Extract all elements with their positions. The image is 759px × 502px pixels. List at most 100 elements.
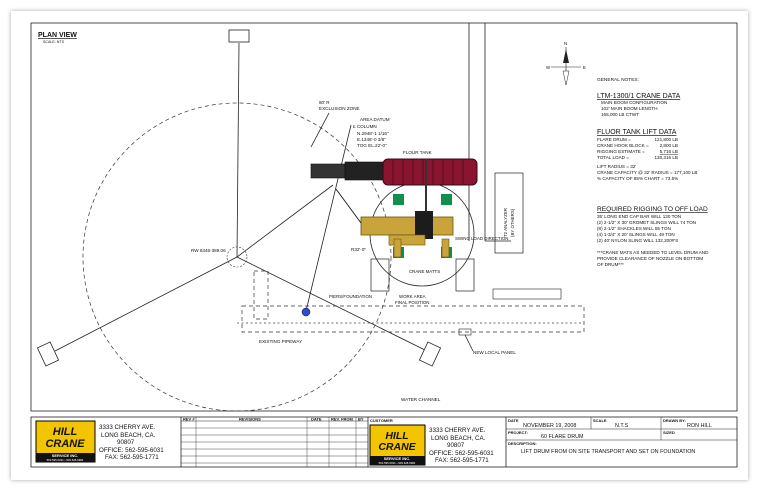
compass-e: E — [583, 65, 586, 70]
logo-line-1: HILL — [53, 426, 78, 438]
piers-label: PIERS/FOUNDATION — [329, 294, 372, 299]
leader-line — [310, 112, 330, 148]
rigging-line-1: 35' LONG END CAP BAR WILL 130 TON — [597, 214, 681, 219]
mats-line-2: PROVIDE CLEARANCE OF NOZZLE ON BOTTOM — [597, 256, 703, 261]
lift-label-1: FLARE DRUM = — [597, 137, 631, 142]
rev-header-from: REV. FROM — [331, 417, 354, 422]
crane-center — [226, 246, 248, 268]
building-label-2: (BY OTHERS) — [510, 208, 515, 237]
area-datum-3: N.2948'-1 1/16" — [357, 131, 389, 136]
exclusion-zone-circle — [82, 102, 392, 412]
sized-label: SIZED — [663, 430, 675, 435]
radius-label: R32'-0" — [351, 247, 366, 252]
crane-matt — [441, 194, 452, 205]
tank-rings — [392, 159, 464, 185]
address-1: 3333 CHERRY AVE. — [99, 424, 156, 431]
crane-data-title: LTM-1300/1 CRANE DATA — [597, 93, 681, 100]
work-area-2: FINAL POSITION — [395, 300, 429, 305]
address-2: LONG BEACH, CA. — [101, 432, 156, 439]
pier-foundation — [370, 258, 390, 292]
crane-line-3: 165,000 LB CTWT — [601, 112, 639, 117]
boom-line — [236, 184, 334, 258]
rev-header-revisions: REVISIONS — [239, 417, 261, 422]
leader-line — [464, 334, 474, 352]
lift-value-4: 130,316 LB — [654, 155, 678, 160]
date-label: DATE — [508, 418, 519, 423]
area-datum-1: AREA DATUM — [360, 117, 390, 122]
radius-line-2: CRANE CAPACITY @ 32' RADIUS = 177,100 LB — [597, 170, 697, 175]
lift-label-4: TOTAL LOAD = — [597, 155, 629, 160]
compass-n: N — [564, 41, 567, 46]
logo2-line-2: CRANE — [378, 441, 416, 453]
customer-label: CUSTOMER — [370, 418, 393, 423]
outrigger-pad-se — [418, 341, 442, 367]
lift-value-1: 121,800 LB — [654, 137, 678, 142]
description-label: DESCRIPTION: — [508, 441, 537, 446]
scale-value: N.T.S — [615, 423, 629, 429]
address-4: OFFICE: 562-595-6031 — [99, 447, 164, 454]
hill-crane-logo — [35, 420, 96, 463]
address2-1: 3333 CHERRY AVE. — [429, 427, 486, 434]
swing-load-label: SWING LOAD DIRECTION — [455, 236, 508, 241]
rigging-line-5: (2) 40' NYLON SLING WILL 132,200#'S — [597, 238, 678, 243]
drawn-label: DRAWN BY: — [663, 418, 686, 423]
tank-nozzle — [344, 161, 388, 181]
crane-carrier — [360, 216, 454, 236]
logo2-line-1: HILL — [385, 430, 408, 442]
lift-data-title: FLUOR TANK LIFT DATA — [597, 129, 677, 136]
pipeway-label: EXISTING PIPEWAY — [259, 339, 302, 344]
crane-matts-label: CRANE MATTS — [409, 269, 440, 274]
exclusion-label-2: EXCLUSION ZONE — [319, 106, 360, 111]
exclusion-label-1: 80' R — [319, 100, 330, 105]
building-label-1: T2 ANALYZER — [503, 208, 508, 237]
project-label: PROJECT: — [508, 430, 528, 435]
address2-3: 90807 — [447, 442, 465, 449]
address-5: FAX: 562-595-1771 — [105, 454, 159, 461]
area-datum-4: E.1346'-0 3/8" — [357, 137, 386, 142]
rev-header-num: REV # — [183, 417, 195, 422]
address2-2: LONG BEACH, CA. — [431, 435, 486, 442]
radius-line-3: % CAPACITY OF 85% CHART = 73.5% — [597, 176, 678, 181]
hill-crane-logo-customer — [369, 424, 426, 466]
logo-band: SERVICE INC. — [52, 453, 79, 458]
crane-outrigger-beam — [441, 238, 450, 258]
area-datum-5: TOG EL.22'-0" — [357, 143, 387, 148]
crane-outrigger-beam — [393, 238, 402, 258]
outrigger-north — [236, 42, 240, 258]
equipment-pad — [492, 288, 562, 300]
pipeway-outline — [241, 305, 585, 333]
tank-truck-cab — [310, 163, 346, 179]
address-3: 90807 — [117, 439, 135, 446]
flour-tank-label: FLOUR TANK — [403, 150, 433, 155]
outrigger-se — [236, 256, 428, 352]
area-datum-2: £ COLUMN — [353, 124, 377, 129]
rigging-line-4: (4) 1-3/4" X 20' SLINGS WILL 49 TON — [597, 232, 675, 237]
logo-line-2: CRANE — [45, 438, 85, 450]
lift-label-2: CRANE HOOK BLOCK = — [597, 143, 649, 148]
address2-5: FAX: 562-595-1771 — [435, 457, 489, 464]
datum-marker — [301, 307, 311, 317]
north-arrow — [551, 47, 581, 86]
lift-value-3: 5,716 LB — [660, 149, 678, 154]
logo2-phone: 562.595.6031 • 909.628.9984 — [379, 461, 416, 465]
work-area-1: WORK AREA — [399, 294, 426, 299]
crane-line-1: MAIN BOOM CONFIGURATION — [601, 100, 667, 105]
scale-label: SCALE — [593, 418, 607, 423]
drawing-border — [30, 22, 738, 412]
plan-title: PLAN VIEW — [38, 32, 77, 39]
logo-phone: 562.595.6031 • 909.628.9984 — [47, 458, 84, 462]
rev-header-by: BY — [358, 417, 364, 422]
project-value: 60 FLARE DRUM — [541, 434, 584, 440]
compass-w: W — [546, 65, 551, 70]
boom — [335, 188, 362, 224]
address2-4: OFFICE: 562-595-6031 — [429, 450, 494, 457]
mats-line-1: ***CRANE MATS AS NEEDED TO LEVEL DRUM AN… — [597, 250, 709, 255]
crane-superstructure — [415, 211, 433, 239]
date-value: NOVEMBER 19, 2008 — [523, 423, 576, 429]
rigging-line-2: (2) 2-1/2" X 30' GROMET SLINGS WILL 74 T… — [597, 220, 696, 225]
logo2-band: SERVICE INC. — [384, 456, 411, 461]
drawing-sheet: PLAN VIEW SCALE: NTS RW 6346-389.06 80' … — [11, 11, 748, 480]
outrigger-sw — [54, 256, 238, 352]
rw-label: RW 6346-389.06 — [191, 248, 226, 253]
lift-value-2: 2,800 LB — [660, 143, 678, 148]
